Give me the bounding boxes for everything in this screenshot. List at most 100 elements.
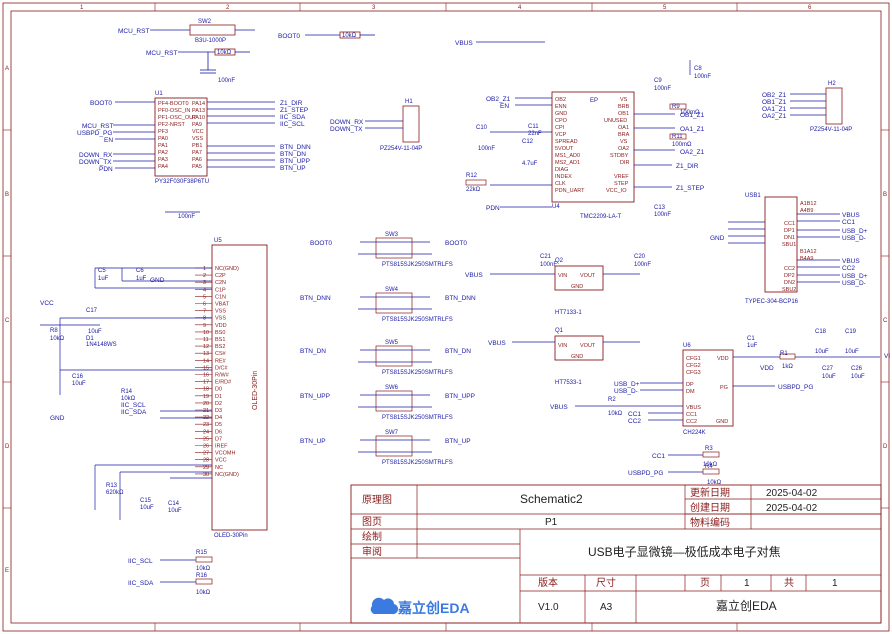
create-date-label: 创建日期 — [690, 501, 730, 514]
net-label: VI — [884, 353, 890, 360]
pin-label: VBAT — [215, 302, 230, 308]
pin-number: 10 — [203, 330, 209, 336]
net-label: IIC_SCL — [280, 121, 305, 128]
net-label: CC1 — [628, 411, 641, 418]
switch-body — [375, 390, 413, 412]
net-label: GND — [150, 277, 165, 284]
ref-label: U5 — [214, 238, 222, 244]
ref-label: SW6 — [385, 385, 399, 391]
value-label: 1uF — [747, 343, 758, 349]
pin-label: VBUS — [686, 405, 701, 411]
pin-label: PF3 — [158, 129, 168, 135]
ref-label: Q1 — [555, 328, 564, 334]
pin-label: VCOMH — [215, 451, 236, 457]
pin-label: B1A12 — [800, 249, 817, 255]
net-label: DOWN_RX — [330, 119, 364, 126]
value-label: 10uF — [815, 349, 829, 355]
pin-label: PA0 — [158, 136, 168, 142]
row-letter: B — [5, 192, 9, 198]
pin-label: PA10 — [192, 115, 205, 121]
net-label: BTN_DN — [445, 348, 471, 355]
switch-body — [375, 292, 413, 314]
pin-label: VOUT — [580, 273, 596, 279]
net-label: OB2_Z1 — [486, 96, 511, 103]
net-label: OA2_Z1 — [680, 149, 705, 156]
pin-label: ENN — [555, 104, 567, 110]
logo-text: 嘉立创EDA — [397, 600, 470, 616]
pin-label: OA1 — [618, 125, 629, 131]
pin-label: PA13 — [192, 108, 205, 114]
ref-label: R8 — [50, 328, 58, 334]
net-label: BTN_UPP — [280, 158, 310, 165]
net-label: USB_D- — [614, 388, 638, 395]
value-label: 100nF — [540, 262, 557, 268]
pin-number: 14 — [203, 358, 209, 364]
pin-label: CFG2 — [686, 363, 701, 369]
value-label: 10kΩ — [50, 336, 65, 342]
pin-label: B4A9 — [800, 256, 813, 262]
pin-label: BS2 — [215, 344, 225, 350]
value-label: 10kΩ — [121, 396, 136, 402]
pin-label: C2P — [215, 273, 226, 279]
value-label: 1kΩ — [782, 364, 793, 370]
net-label: USB_D+ — [614, 381, 640, 388]
value-label: 10kΩ — [703, 462, 718, 468]
pin-label: PF2-NRST — [158, 122, 186, 128]
net-label: VBUS — [455, 40, 473, 47]
pin-label: VIN — [558, 343, 567, 349]
pin-label: NC(GND) — [215, 266, 239, 272]
boot0-pulldown: BOOT0 10kΩ — [278, 31, 375, 40]
net-label: OB1_Z1 — [680, 112, 705, 119]
company-name: 嘉立创EDA — [716, 598, 777, 613]
pin-number: 19 — [203, 394, 209, 400]
pin-label: PA1 — [158, 143, 168, 149]
part-label: OLED-30Pin — [214, 533, 248, 539]
vertical-label: OLED-30Pin — [252, 371, 259, 410]
pin-label: PF4-BOOT0 — [158, 101, 189, 107]
drawn-label: 绘制 — [362, 530, 382, 543]
pin-label: CPI — [555, 125, 565, 131]
ref-label: R2 — [608, 397, 616, 403]
ref-label: C11 — [528, 124, 539, 130]
pin-label: VIN — [558, 273, 567, 279]
net-label: VCC — [40, 300, 54, 307]
net-label: IIC_SDA — [128, 580, 154, 587]
ref-label: R14 — [121, 389, 133, 395]
net-label: BTN_UP — [445, 438, 471, 445]
material-label: 物料编码 — [690, 516, 730, 529]
pin-label: C1P — [215, 287, 226, 293]
update-date: 2025-04-02 — [766, 488, 818, 499]
pin-label: GND — [571, 354, 583, 360]
ref-label: C10 — [476, 125, 488, 131]
part-label: PTS815SJK250SMTRLFS — [382, 262, 453, 268]
col-number: 1 — [80, 5, 84, 11]
version-value: V1.0 — [538, 602, 559, 613]
net-label: Z1_DIR — [280, 100, 303, 107]
ref-label: C12 — [522, 139, 534, 145]
pin-label: D6 — [215, 429, 222, 435]
ref-label: R12 — [466, 173, 478, 179]
ref-label: C14 — [168, 501, 180, 507]
pin-number: 23 — [203, 422, 209, 428]
pin-label: CFG3 — [686, 370, 701, 376]
pin-label: RE# — [215, 358, 227, 364]
page-word: 页 — [700, 577, 710, 589]
row-letter: A — [5, 66, 9, 72]
net-label: EN — [104, 137, 113, 144]
frame-column-numbers: 1 2 3 4 5 6 A B C D E B C D — [5, 5, 888, 574]
pin-label: DN1 — [784, 235, 795, 241]
frame-ticks — [3, 3, 889, 631]
net-label: OA2_Z1 — [762, 113, 787, 120]
value-label: 1uF — [136, 276, 147, 282]
u6-pd-controller: U6 CH224K CFG1 CFG2 CFG3 DP DM VBUS CC1 … — [550, 329, 890, 436]
pin-label: D0 — [215, 387, 222, 393]
col-number: 2 — [226, 5, 230, 11]
ref-label: C21 — [540, 254, 552, 260]
h1-header: H1 PZ254V-11-04P DOWN_RX DOWN_TX — [330, 99, 422, 152]
pin-label: DP1 — [784, 228, 795, 234]
net-label: BTN_UP — [300, 438, 326, 445]
pin-label: OB1 — [618, 111, 629, 117]
pin-label: VREF — [614, 174, 629, 180]
